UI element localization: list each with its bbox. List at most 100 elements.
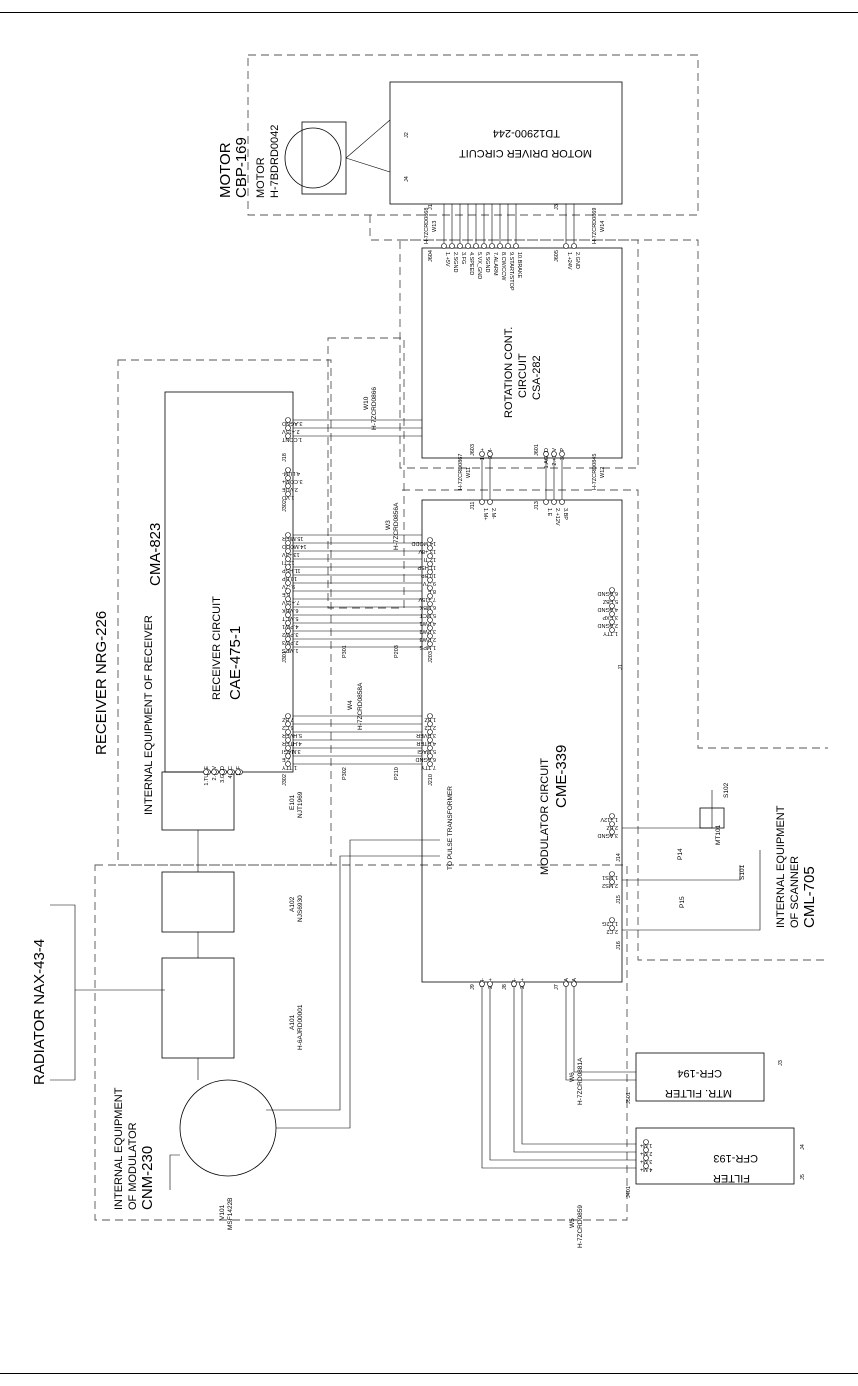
pin-label-j203-10: 5.MCT xyxy=(419,612,436,618)
pin-label-j604-1: 1.+5V xyxy=(444,252,450,267)
pin-j1_mod-2 xyxy=(609,595,615,601)
inverted-labels: MOTOR DRIVER CIRCUIT TD12900-244 MTR. FI… xyxy=(459,127,758,1184)
pin-label-j604-2: 2.SGND xyxy=(452,252,458,273)
pin-j13-2 xyxy=(551,499,557,505)
a102-part: NJS6930 xyxy=(297,895,304,922)
pin-j210-2 xyxy=(427,721,433,727)
pin-label-j604-6: 6.SGND xyxy=(484,252,490,273)
pin-e101-1 xyxy=(203,769,209,775)
cma-label: CMA-823 xyxy=(147,523,164,586)
pin-j301-12 xyxy=(285,620,291,626)
pin-j604-10 xyxy=(513,243,519,249)
w12-part: H-7ZCRD0845 xyxy=(592,454,598,490)
pin-j604-6 xyxy=(481,243,487,249)
motor-label-4: H-7BDRD0042 xyxy=(269,125,281,198)
pin-label-j1_mod-6: 1.TTY xyxy=(603,630,618,636)
pin-j210-5 xyxy=(427,745,433,751)
receiver-enclosure xyxy=(117,359,332,866)
pin-j302b-4 xyxy=(285,737,291,743)
svg-text:J203: J203 xyxy=(428,651,434,663)
svg-text:J4: J4 xyxy=(404,176,410,182)
pin-j302b-7 xyxy=(285,761,291,767)
motor-enclosure xyxy=(247,54,699,216)
w6-label: W6 xyxy=(569,1072,576,1082)
pin-j13-3 xyxy=(559,499,565,505)
pin-e101-3 xyxy=(219,769,225,775)
pin-label-j14-2: 2.BZ xyxy=(606,824,618,830)
w10-cable-enclosure xyxy=(327,337,405,609)
pin-label-j18-2: 2.+15V xyxy=(282,428,300,434)
pin-j203-1 xyxy=(427,537,433,543)
pin-label-j302b-7: 1.TTY xyxy=(282,764,297,770)
mtr-filter-box xyxy=(635,1052,765,1102)
w6-part: H-7ZCRD0881A xyxy=(577,1057,584,1105)
rotation-label-2: CIRCUIT xyxy=(517,353,529,398)
pin-label-j15-1: 1.MS1 xyxy=(602,874,618,880)
modulator-eq-label-3: CNM-230 xyxy=(139,1146,156,1210)
j9-to-filter-a xyxy=(481,983,636,1169)
pin-label-j604-5: 5.VX_GND xyxy=(476,252,482,279)
pin-label-j203-13: 2.PW3 xyxy=(419,636,436,642)
w5-part: H-7ZCRD0859 xyxy=(577,1205,584,1248)
pin-label-j301-13: 3.PW2 xyxy=(282,631,299,637)
pin-j604-3 xyxy=(457,243,463,249)
w11-part: H-7ZCRD0867 xyxy=(458,454,464,490)
motor-label-2: CBP-169 xyxy=(233,137,250,198)
motor-driver-label-1: MOTOR DRIVER CIRCUIT xyxy=(459,147,592,159)
mtr-filter-label-1: MTR. FILTER xyxy=(665,1087,732,1099)
pin-j604-4 xyxy=(465,243,471,249)
j7-to-mtr-filter-a xyxy=(565,983,636,1081)
top-rule xyxy=(0,12,858,13)
cme-label: CME-339 xyxy=(553,745,570,808)
pin-j301-14 xyxy=(285,636,291,642)
w5-label: W5 xyxy=(569,1218,576,1228)
pin-j301-6 xyxy=(285,572,291,578)
pin-label-j302-4: 1.VD xyxy=(282,494,294,500)
harness-w13 xyxy=(443,204,517,248)
pin-label-j203-12: 3.PW2 xyxy=(419,628,436,634)
svg-text:J302: J302 xyxy=(282,774,288,786)
radiator-label: RADIATOR NAX-43-4 xyxy=(31,939,48,1085)
pin-j603-2 xyxy=(487,451,493,457)
pin-j210-3 xyxy=(427,729,433,735)
pin-j301-7 xyxy=(285,580,291,586)
pin-j401-2 xyxy=(643,1147,649,1153)
pin-label-j301-4: 12.TI xyxy=(282,559,295,565)
pin-j301-8 xyxy=(285,588,291,594)
j8-to-filter-a xyxy=(513,983,636,1153)
pin-label-j11-2: 2.M- xyxy=(490,508,496,519)
pin-j302b-1 xyxy=(285,713,291,719)
svg-text:J16: J16 xyxy=(616,941,622,950)
svg-text:J9: J9 xyxy=(470,984,476,990)
pulse-transformer-label: TO PULSE TRANSFORMER xyxy=(447,786,454,870)
pin-label-j302b-1: 7.BZ xyxy=(281,716,293,722)
pin-j203-4 xyxy=(427,561,433,567)
pin-j301-4 xyxy=(285,556,291,562)
rotation-enclosure xyxy=(399,239,639,469)
pin-j302b-2 xyxy=(285,721,291,727)
pin-j18-2 xyxy=(285,425,291,431)
svg-text:J15: J15 xyxy=(616,895,622,904)
pin-j301-2 xyxy=(285,540,291,546)
pin-label-j210-3: 3.HVER xyxy=(416,732,436,738)
modulator-eq-label-1: INTERNAL EQUIPMENT xyxy=(113,1087,125,1210)
pin-j203-8 xyxy=(427,593,433,599)
pin-label-j601-2: 2.+12V xyxy=(552,448,558,466)
radiator-outline xyxy=(50,904,76,1081)
svg-text:J605: J605 xyxy=(554,250,560,262)
motor-wire-j4 xyxy=(345,157,391,173)
scanner-label-3: CML-705 xyxy=(801,866,818,928)
p15-label: P15 xyxy=(679,896,686,908)
w14-part: H-7ZCRD0869 xyxy=(592,208,598,244)
pin-label-j301-15: 1.MPS xyxy=(282,647,299,653)
pin-label-j301-10: 6.MBK xyxy=(282,607,299,613)
pin-j16-1 xyxy=(609,917,615,923)
scanner-label-2: OF SCANNER xyxy=(789,856,801,928)
e101-label: E101 xyxy=(289,794,296,810)
motor-symbol xyxy=(284,127,342,189)
pin-label-j1_mod-4: 3.EXP xyxy=(602,614,618,620)
pin-j203-13 xyxy=(427,633,433,639)
modulator-enclosure xyxy=(94,864,628,1221)
pin-j210-4 xyxy=(427,737,433,743)
modulator-circuit-box xyxy=(421,499,623,983)
